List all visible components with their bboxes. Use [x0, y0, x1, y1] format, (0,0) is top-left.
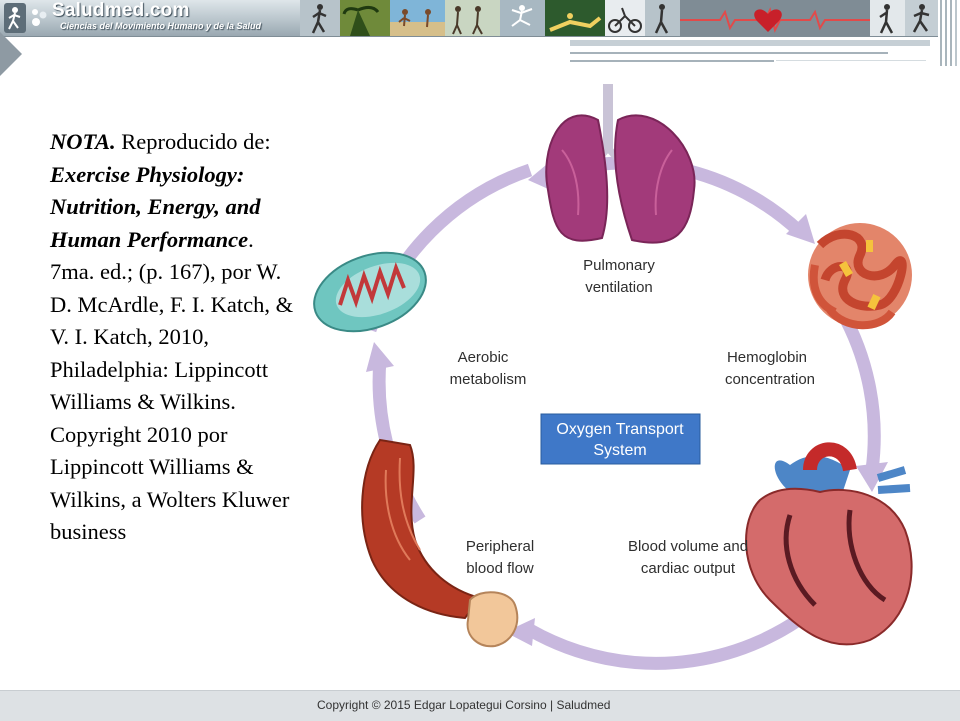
arrow-to-hemoglobin — [786, 214, 815, 244]
arm-muscle-icon — [361, 438, 519, 648]
arrow-to-arm — [505, 618, 535, 646]
dots-logo-icon — [32, 9, 47, 26]
beach-photo-icon — [390, 0, 445, 36]
site-tagline: Ciencias del Movimiento Humano y de la S… — [60, 21, 262, 31]
label-aerobic-2: metabolism — [450, 371, 527, 388]
divider-line — [570, 40, 930, 46]
label-pulmonary-1: Pulmonary — [583, 257, 655, 274]
label-peripheral-2: blood flow — [466, 560, 534, 577]
label-blood-1: Blood volume and — [628, 538, 748, 555]
citation-note: NOTA. Reproducido de: Exercise Physiolog… — [50, 126, 300, 549]
reproducido-text: Reproducido de: — [115, 129, 271, 154]
center-label-line1: Oxygen Transport — [556, 421, 684, 438]
book-title: Exercise Physiology: Nutrition, Energy, … — [50, 161, 261, 252]
arrow-to-mito — [366, 342, 394, 372]
label-blood-2: cardiac output — [641, 560, 736, 577]
banner-photo-strip — [300, 0, 938, 36]
mitochondrion-icon — [313, 251, 427, 333]
palm-photo-icon — [340, 0, 390, 36]
copyright-text: Copyright © 2015 Edgar Lopategui Corsino… — [317, 698, 611, 712]
site-name: Saludmed.com — [52, 0, 190, 21]
arrow-to-heart — [856, 462, 888, 492]
jumper-photo-icon — [500, 0, 545, 36]
label-aerobic-1: Aerobic — [458, 349, 509, 366]
label-hemoglobin-2: concentration — [725, 371, 815, 388]
hikers-photo-icon — [445, 0, 500, 36]
nota-label: NOTA. — [50, 129, 116, 154]
runner-logo-icon — [4, 3, 26, 33]
footer-bar: Copyright © 2015 Edgar Lopategui Corsino… — [0, 690, 960, 721]
label-peripheral-1: Peripheral — [466, 538, 534, 555]
header-banner: Saludmed.com Ciencias del Movimiento Hum… — [0, 0, 938, 37]
walker-photo-icon — [645, 0, 680, 36]
hemoglobin-icon — [808, 223, 912, 330]
center-label-box: Oxygen Transport System — [540, 413, 701, 465]
slide-left-triangle — [0, 32, 22, 76]
lungs-icon — [545, 84, 696, 244]
divider-line — [570, 60, 774, 62]
label-hemoglobin-1: Hemoglobin — [727, 349, 807, 366]
oxygen-transport-diagram: Oxygen Transport System Pulmonary ventil… — [305, 76, 927, 674]
heart-icon — [745, 442, 913, 646]
stretch-photo-icon — [545, 0, 605, 36]
trainer-photo-icon — [870, 0, 905, 36]
ecg-heart-strip-icon — [680, 0, 870, 36]
runner-figure-icon — [300, 0, 340, 36]
citation-text: . 7ma. ed.; (p. 167), por W. D. McArdle,… — [50, 226, 294, 545]
runner2-photo-icon — [905, 0, 938, 36]
divider-line — [776, 60, 926, 61]
center-label-line2: System — [593, 442, 646, 459]
cyclist-photo-icon — [605, 0, 645, 36]
divider-line — [570, 52, 888, 54]
label-pulmonary-2: ventilation — [585, 279, 653, 296]
